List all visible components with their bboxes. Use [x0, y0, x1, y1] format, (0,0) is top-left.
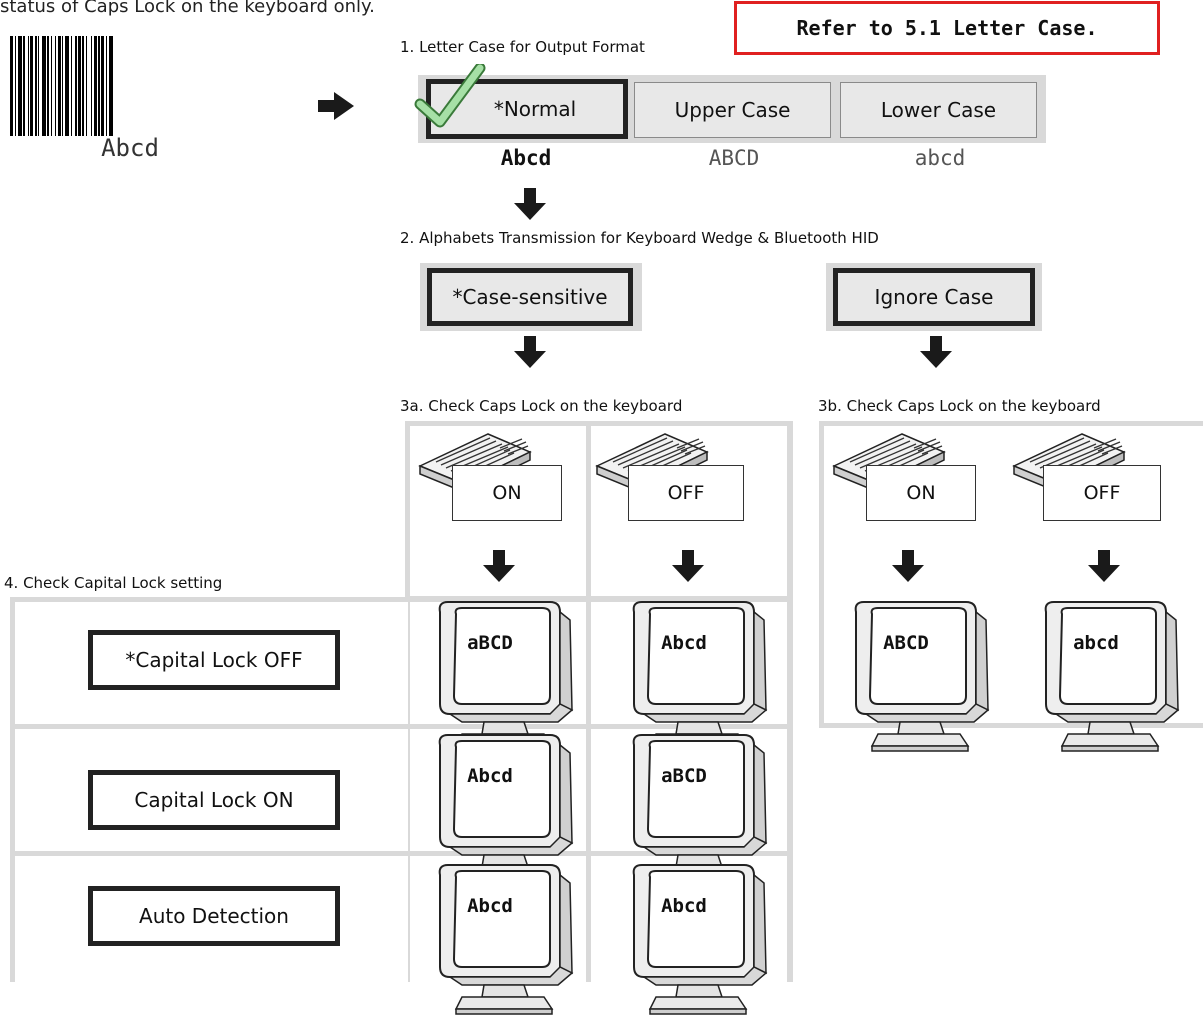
caps-off-label: OFF	[1043, 465, 1161, 521]
case-sensitive-button[interactable]: *Case-sensitive	[427, 268, 633, 326]
option-upper-case-label: Upper Case	[674, 98, 791, 122]
barcode-bar	[23, 36, 25, 136]
arrow-down-icon	[514, 336, 546, 368]
barcode-bar	[101, 36, 104, 136]
barcode-bar	[62, 36, 63, 136]
result-text: Abcd	[661, 895, 707, 917]
intro-text: status of Caps Lock on the keyboard only…	[0, 0, 375, 17]
barcode-bar	[106, 36, 107, 136]
barcode-bar	[71, 36, 72, 136]
step2-title: 2. Alphabets Transmission for Keyboard W…	[400, 229, 879, 247]
arrow-right-icon	[318, 92, 354, 120]
barcode-bar	[55, 36, 56, 136]
checkmark-icon	[414, 64, 486, 128]
sample-upper: ABCD	[708, 146, 760, 170]
ignore-case-button[interactable]: Ignore Case	[833, 268, 1035, 326]
option-lower-case-label: Lower Case	[880, 98, 997, 122]
barcode-bar	[47, 36, 49, 136]
barcode-bar	[98, 36, 100, 136]
barcode-bar	[15, 36, 16, 136]
monitor-icon	[438, 601, 573, 752]
barcode-bar	[10, 36, 13, 136]
monitor-icon	[438, 864, 573, 1015]
sample-lower: abcd	[914, 146, 966, 170]
arrow-down-icon	[514, 188, 546, 220]
result-text: aBCD	[661, 765, 707, 787]
option-upper-case[interactable]: Upper Case	[634, 82, 831, 138]
barcode	[10, 36, 113, 136]
option-lower-case[interactable]: Lower Case	[840, 82, 1037, 138]
barcode-bar	[65, 36, 69, 136]
capital-lock-off-button[interactable]: *Capital Lock OFF	[88, 630, 340, 690]
monitor-icon	[632, 864, 767, 1015]
barcode-bar	[75, 36, 77, 136]
barcode-bar	[109, 36, 113, 136]
step1-title: 1. Letter Case for Output Format	[400, 38, 645, 56]
step3a-title: 3a. Check Caps Lock on the keyboard	[400, 397, 683, 415]
barcode-bar	[42, 36, 46, 136]
barcode-bar	[38, 36, 39, 136]
step4-title: 4. Check Capital Lock setting	[4, 574, 223, 592]
auto-detection-label: Auto Detection	[139, 904, 289, 928]
barcode-bar	[18, 36, 22, 136]
result-text: Abcd	[661, 632, 707, 654]
result-text: Abcd	[467, 895, 513, 917]
barcode-bar	[82, 36, 84, 136]
monitor-icon	[632, 601, 767, 752]
barcode-text: Abcd	[101, 134, 159, 162]
barcode-bar	[58, 36, 61, 136]
arrow-down-icon	[1088, 550, 1120, 582]
arrow-down-icon	[483, 550, 515, 582]
barcode-bar	[28, 36, 29, 136]
monitor-icon	[854, 601, 989, 752]
arrow-down-icon	[672, 550, 704, 582]
sample-normal: Abcd	[500, 146, 552, 170]
capital-lock-on-button[interactable]: Capital Lock ON	[88, 770, 340, 830]
barcode-bar	[91, 36, 92, 136]
option-normal-label: *Normal	[493, 97, 577, 121]
refer-note: Refer to 5.1 Letter Case.	[734, 1, 1160, 55]
result-text: Abcd	[467, 765, 513, 787]
case-sensitive-label: *Case-sensitive	[452, 285, 608, 309]
arrow-down-icon	[892, 550, 924, 582]
result-text: aBCD	[467, 632, 513, 654]
result-text: ABCD	[883, 632, 929, 654]
arrow-down-icon	[920, 336, 952, 368]
capital-lock-off-label: *Capital Lock OFF	[125, 648, 303, 672]
caps-on-label: ON	[452, 465, 562, 521]
ignore-case-label: Ignore Case	[874, 285, 994, 309]
capital-lock-on-label: Capital Lock ON	[134, 788, 294, 812]
caps-on-label: ON	[866, 465, 976, 521]
auto-detection-button[interactable]: Auto Detection	[88, 886, 340, 946]
caps-off-label: OFF	[628, 465, 744, 521]
barcode-bar	[30, 36, 33, 136]
barcode-bar	[35, 36, 37, 136]
barcode-bar	[51, 36, 52, 136]
monitor-icon	[1044, 601, 1179, 752]
step3b-title: 3b. Check Caps Lock on the keyboard	[818, 397, 1101, 415]
barcode-bar	[86, 36, 87, 136]
barcode-bar	[78, 36, 81, 136]
result-text: abcd	[1073, 632, 1119, 654]
barcode-bar	[94, 36, 97, 136]
